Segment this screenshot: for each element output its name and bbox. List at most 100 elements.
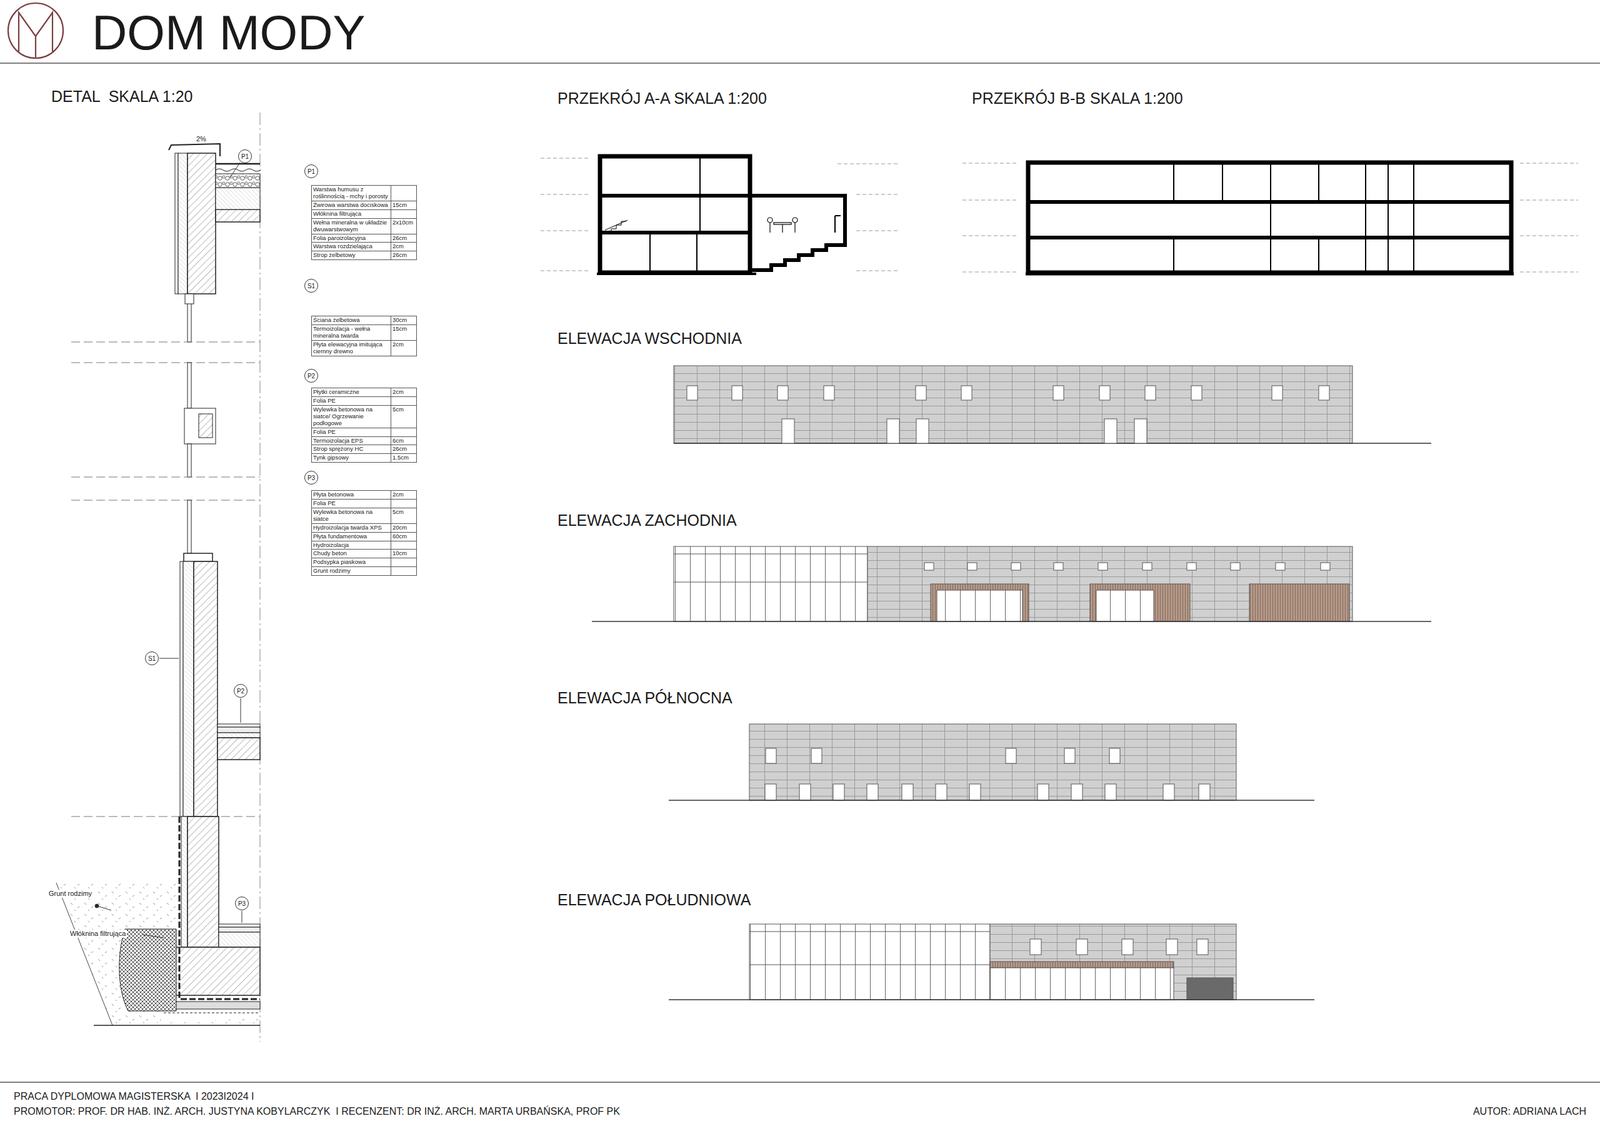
table-text: Warstwa humusu z roślinnością - mchy i p… [313, 185, 389, 200]
footer-text: AUTOR: ADRIANA LACH [1473, 1105, 1587, 1117]
layer-cell: Folia PE [311, 427, 392, 437]
table-text: 2cm [392, 388, 404, 395]
table-row: Folia paroizolacyjna26cm [311, 233, 417, 243]
table-text: Wylewka betonowa na siatce/ Ogrzewanie p… [313, 405, 373, 427]
thickness-cell: 2cm [391, 490, 417, 500]
table-text: Żwirowa warstwa dociskowa [313, 201, 389, 209]
table-text: Folia PE [313, 428, 336, 435]
thickness-cell: 26cm [391, 233, 417, 243]
callout-number: P1 [241, 153, 249, 160]
table-text: 26cm [392, 445, 407, 452]
wall-detail [56, 112, 261, 1042]
layer-table-body: Płyta betonowa2cmFolia PEWylewka betonow… [311, 490, 417, 576]
layer-cell: Hydroizolacja twarda XPS [311, 523, 392, 532]
thickness-cell: 2cm [391, 242, 417, 252]
table-row: Folia PE [311, 498, 417, 508]
leader-label: Włóknina filtrująca [68, 929, 127, 938]
table-text: 60cm [392, 532, 407, 540]
thickness-cell: 26cm [391, 445, 417, 454]
table-text: 20cm [392, 523, 407, 531]
callout-circle: S1 [304, 278, 319, 293]
callout-number: S1 [307, 282, 315, 290]
frame-lines [0, 63, 1600, 1082]
slope-label: 2% [196, 135, 207, 144]
thickness-cell: 2cm [391, 340, 417, 356]
layer-cell: Strop sprężony HC [311, 445, 392, 454]
layer-cell: Włóknina filtrująca [311, 209, 392, 219]
table-row: Płyta fundamentowa60cm [311, 531, 417, 541]
thickness-cell: 2x10cm [391, 218, 417, 234]
east-elevation [673, 365, 1432, 444]
table-text: 2cm [392, 490, 404, 498]
thickness-cell: 15cm [391, 324, 417, 340]
callout-number: S1 [148, 655, 156, 662]
layer-cell: Chudy beton [311, 549, 392, 559]
table-text: Ściana żelbetowa [313, 316, 360, 324]
table-text: Grunt rodzimy [313, 566, 351, 574]
thickness-cell [391, 396, 417, 405]
layer-cell: Żwirowa warstwa dociskowa [311, 200, 392, 210]
table-text: Strop sprężony HC [313, 445, 364, 452]
table-text: Folia PE [313, 396, 336, 404]
table-text: Płyta elewacyjna imitująca ciemny drewno [313, 340, 383, 355]
table-row: Folia PE [311, 427, 417, 437]
table-text: Włóknina filtrująca [313, 210, 362, 217]
detail-heading: DETAL SKALA 1:20 [51, 87, 194, 106]
table-text: 2cm [392, 340, 404, 348]
table-text: Płytki ceramiczne [313, 388, 360, 395]
table-text: Strop żelbetowy [313, 251, 356, 259]
thickness-cell: 15cm [391, 200, 417, 210]
table-text: 6cm [392, 436, 404, 444]
table-row: Żwirowa warstwa dociskowa15cm [311, 200, 417, 210]
thickness-cell: 6cm [391, 436, 417, 445]
table-row: Podsypka piaskowa [311, 558, 417, 567]
thickness-cell: 5cm [391, 405, 417, 428]
west-elevation [591, 546, 1432, 622]
callout-number: P2 [307, 372, 315, 380]
layer-table: Płyta betonowa2cmFolia PEWylewka betonow… [311, 490, 417, 576]
north-elevation [668, 723, 1315, 800]
elevation-heading: ELEWACJA WSCHODNIA [557, 329, 742, 348]
thickness-cell [391, 209, 417, 219]
thickness-cell [391, 566, 417, 576]
layer-cell: Płytki ceramiczne [311, 388, 392, 397]
layer-cell: Podsypka piaskowa [311, 558, 392, 567]
table-text: 2cm [392, 242, 404, 250]
section-heading: PRZEKRÓJ A-A SKALA 1:200 [557, 89, 767, 108]
table-row: Płyta elewacyjna imitująca ciemny drewno… [311, 340, 417, 356]
layer-cell: Wylewka betonowa na siatce [311, 507, 392, 524]
table-row: Chudy beton10cm [311, 549, 417, 559]
table-row: Warstwa humusu z roślinnością - mchy i p… [311, 185, 417, 202]
layer-cell: Płyta fundamentowa [311, 531, 392, 541]
layer-table-body: Płytki ceramiczne 2cmFolia PEWylewka beto… [311, 388, 417, 463]
table-text: Tynk gipsowy [313, 453, 349, 461]
elevation-heading: ELEWACJA ZACHODNIA [557, 511, 737, 530]
table-text: 5cm [392, 405, 404, 413]
table-text: Warstwa rozdzielająca [313, 242, 373, 250]
table-text: 5cm [392, 508, 404, 515]
layer-table-body: Warstwa humusu z roślinnością - mchy i p… [311, 185, 417, 260]
layer-table: Płytki ceramiczne 2cmFolia PEWylewka beto… [311, 387, 417, 463]
table-text: 26cm [392, 234, 407, 242]
table-row: Wylewka betonowa na siatce/ Ogrzewanie p… [311, 405, 417, 428]
layer-cell: Hydroizolacja [311, 540, 392, 550]
table-text: Podsypka piaskowa [313, 558, 366, 565]
layer-cell: Termoizolacja - wełna mineralna twarda [311, 324, 392, 340]
layer-cell: Tynk gipsowy [311, 453, 392, 463]
table-row: Wylewka betonowa na siatce5cm [311, 507, 417, 524]
layer-table-body: Ściana żelbetowa30cmTermoizolacja - wełn… [311, 316, 417, 357]
thickness-cell: 10cm [391, 549, 417, 559]
table-text: Folia PE [313, 499, 336, 507]
table-row: Termoizolacja EPS6cm [311, 436, 417, 445]
layer-cell: Płyta betonowa [311, 490, 392, 500]
thickness-cell [391, 427, 417, 437]
table-text: 15cm [392, 201, 407, 209]
elevation-heading: ELEWACJA POŁUDNIOWA [557, 890, 751, 909]
table-row: Włóknina filtrująca [311, 209, 417, 219]
table-row: Strop żelbetowy26cm [311, 251, 417, 260]
sheet-title: DOM MODY [91, 5, 366, 62]
thickness-cell: 2cm [391, 388, 417, 397]
layer-cell: Folia PE [311, 396, 392, 405]
